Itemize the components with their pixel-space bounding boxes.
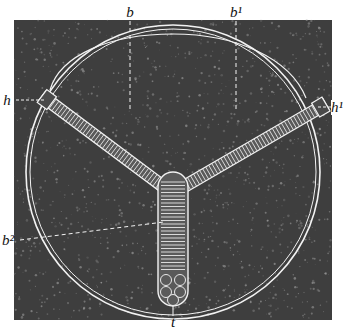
leader-line <box>20 222 164 240</box>
left-arm <box>37 90 171 195</box>
dark-ground <box>14 20 332 320</box>
leader-line <box>16 100 44 101</box>
part-label: b <box>126 5 134 20</box>
part-label: h <box>3 93 11 108</box>
leader-lines <box>16 21 331 316</box>
stem <box>158 172 188 306</box>
part-label: h¹ <box>331 100 343 115</box>
inner-membrane <box>30 29 316 315</box>
part-label: b² <box>2 233 14 248</box>
outer-membrane <box>26 25 320 319</box>
speckle <box>13 19 331 319</box>
part-label: t <box>171 315 175 330</box>
leader-line <box>318 107 331 108</box>
leader-line <box>130 21 131 110</box>
germ-outline <box>50 34 306 98</box>
leader-line <box>236 21 237 110</box>
right-arm <box>175 97 330 195</box>
part-label: b¹ <box>230 5 242 20</box>
